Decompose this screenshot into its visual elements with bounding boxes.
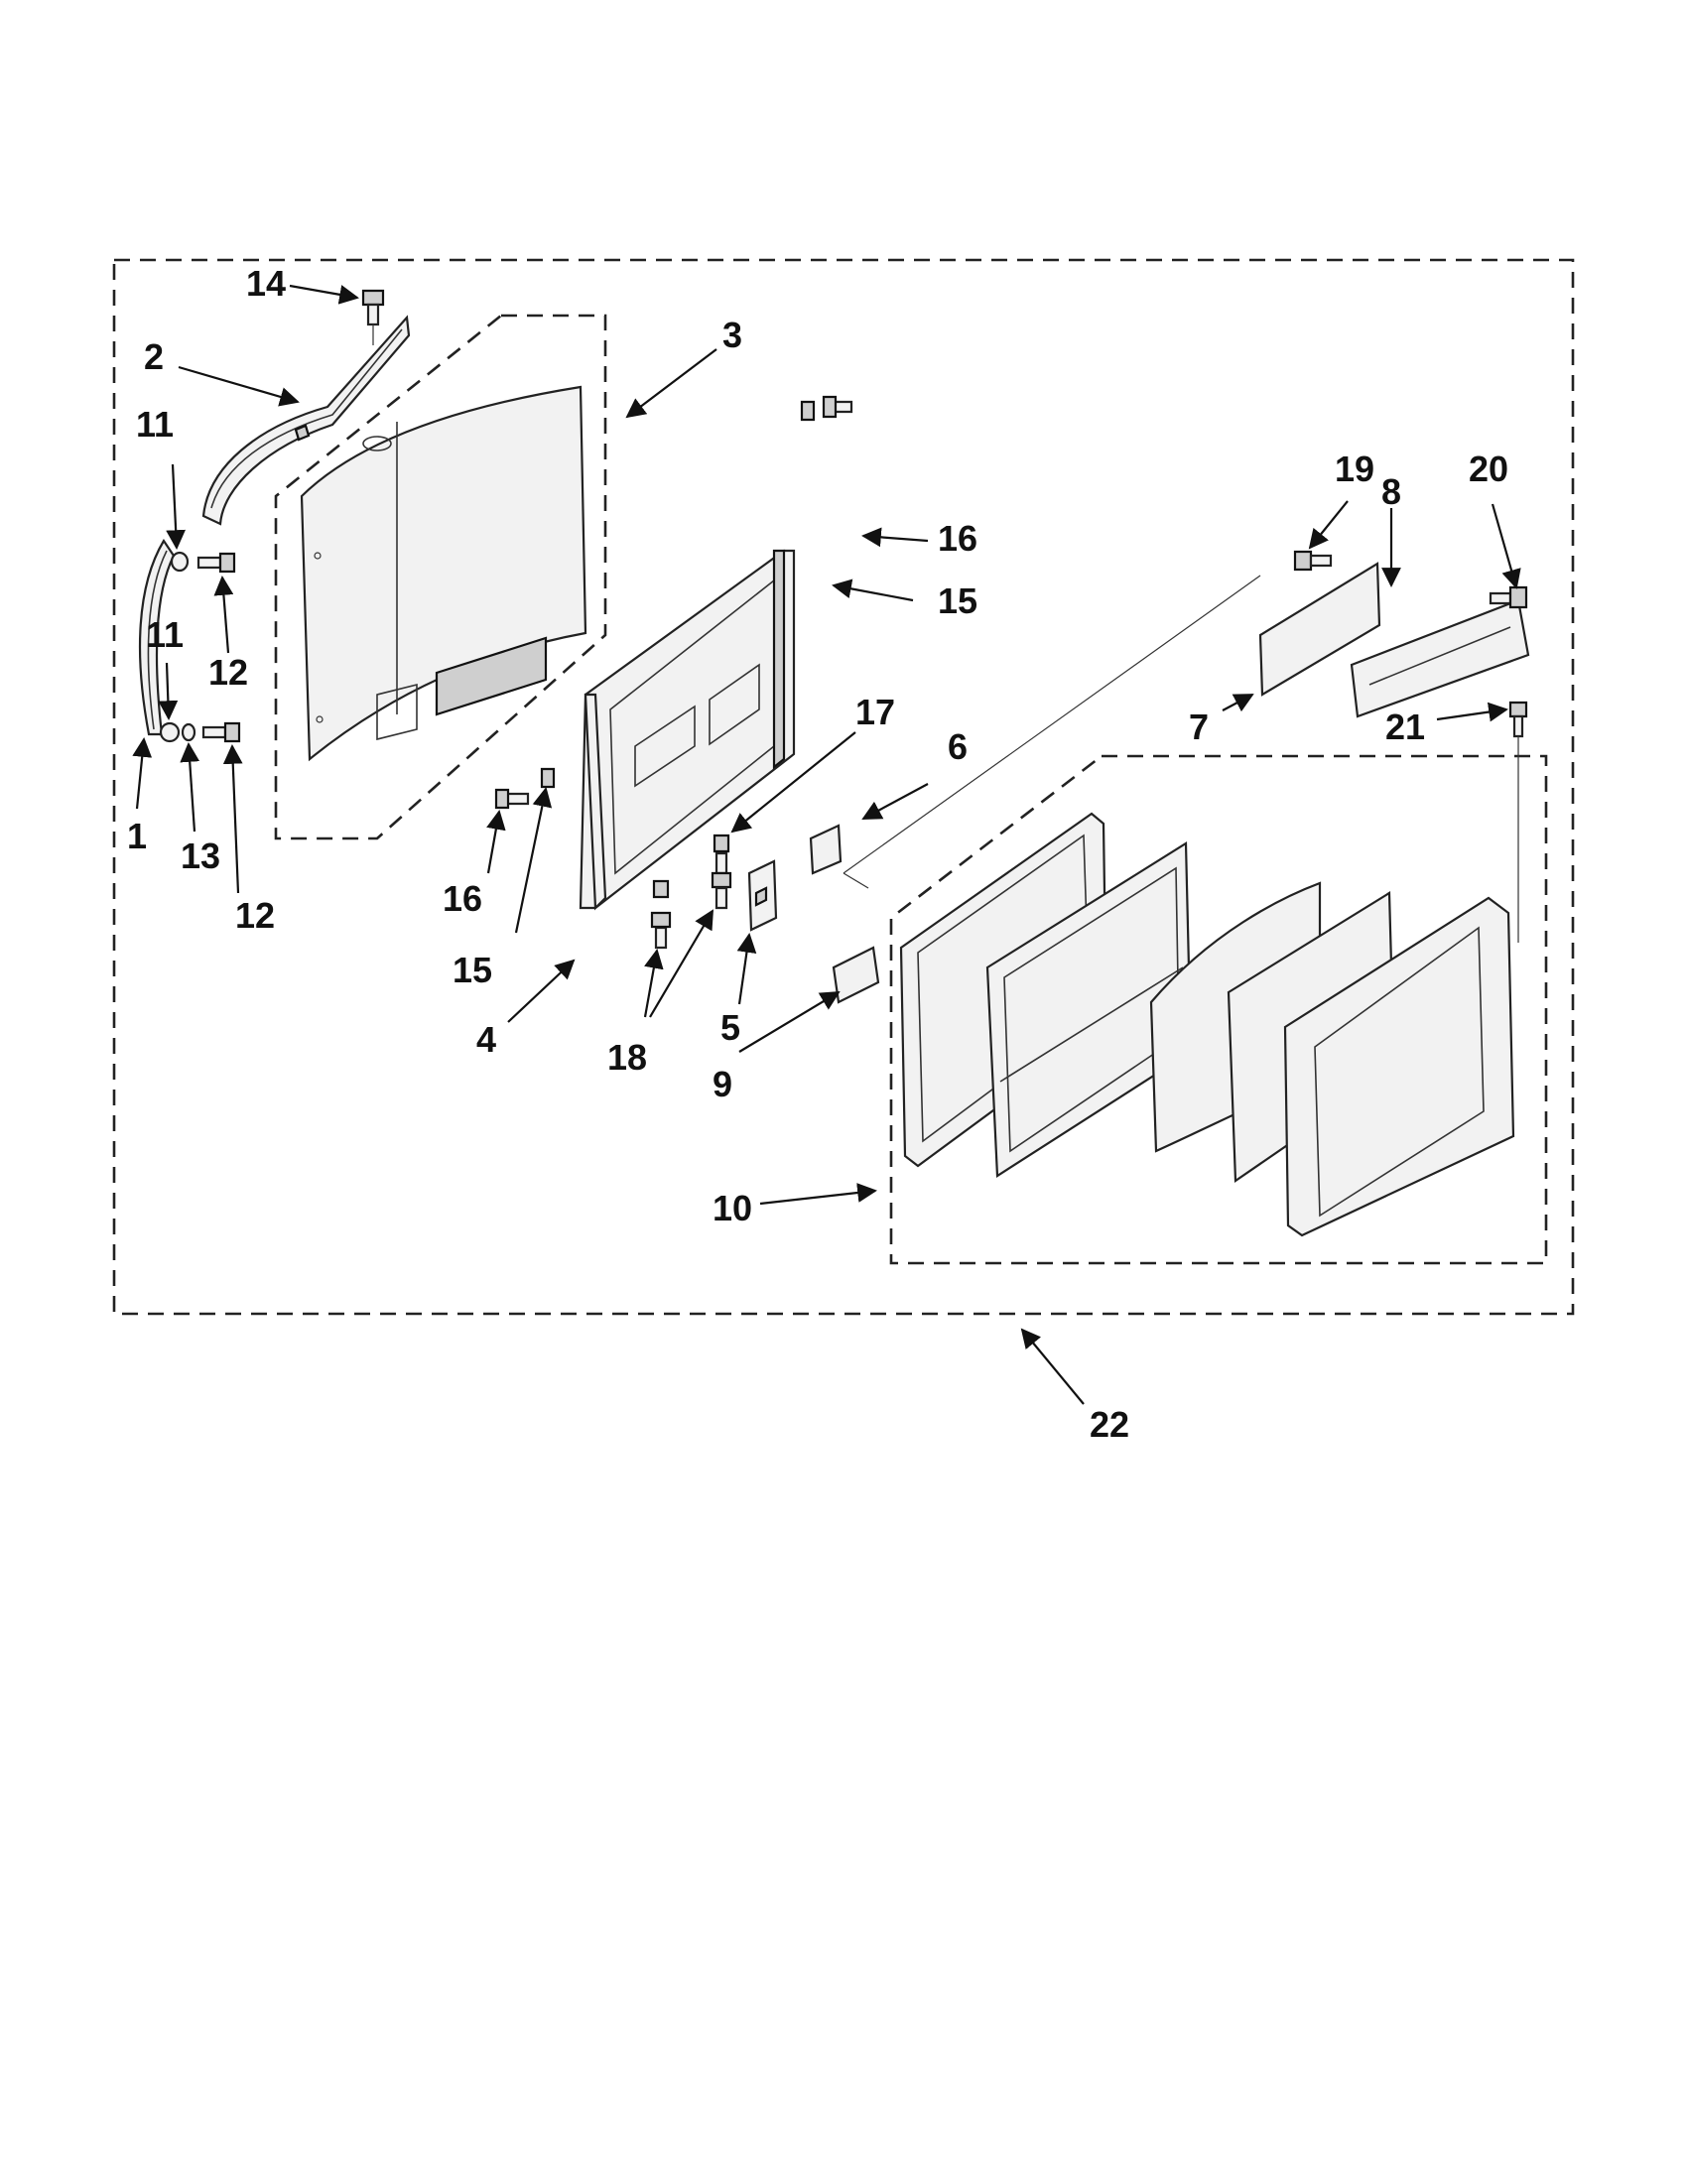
callout-14: 14 [246, 263, 286, 304]
callout-4: 4 [476, 1019, 496, 1060]
callout-16-upper: 16 [938, 518, 977, 559]
vent-insulation-part-7 [1258, 562, 1381, 697]
callout-15-lower: 15 [453, 950, 492, 990]
vent-cap-part-8 [1350, 598, 1530, 718]
callout-3: 3 [722, 315, 742, 355]
alignment-guide-lines [843, 575, 1261, 889]
card-part-6 [809, 824, 843, 875]
callout-18: 18 [607, 1037, 647, 1078]
callout-12-upper: 12 [208, 652, 248, 693]
latch-part-5 [747, 859, 778, 932]
outer-panel-assembly-boundary [274, 314, 607, 840]
callout-12-lower: 12 [235, 895, 275, 936]
callout-20: 20 [1469, 449, 1508, 489]
callout-8: 8 [1381, 471, 1401, 512]
door-assembly-boundary [112, 258, 1575, 1316]
inner-door-assembly-part-10 [899, 812, 1515, 1237]
inner-door-assembly-boundary [889, 754, 1548, 1265]
callout-22: 22 [1090, 1404, 1129, 1445]
callout-13: 13 [181, 835, 220, 876]
top-trim-part-2 [201, 315, 411, 526]
callout-15-upper: 15 [938, 580, 977, 621]
callout-19: 19 [1335, 449, 1374, 489]
callout-1: 1 [127, 816, 147, 856]
assembly-boundaries [112, 258, 1575, 1316]
callout-2: 2 [144, 336, 164, 377]
callout-16-lower: 16 [443, 878, 482, 919]
callout-6: 6 [948, 726, 968, 767]
callout-9: 9 [713, 1064, 732, 1104]
latch-fasteners [650, 834, 732, 950]
callout-11-lower: 11 [146, 614, 184, 655]
screw-part-14 [361, 289, 385, 345]
bracket-part-9 [832, 946, 880, 1004]
leader-lines [132, 284, 1521, 1405]
outer-glass-panel-part-3 [300, 385, 587, 762]
screw-part-20 [1489, 585, 1528, 609]
handle-fasteners [159, 551, 241, 743]
callout-10: 10 [713, 1188, 752, 1228]
hinge-fasteners [494, 395, 853, 810]
screw-part-19 [1293, 550, 1333, 572]
screw-part-21 [1508, 701, 1528, 943]
callout-5: 5 [720, 1007, 740, 1048]
callout-17: 17 [855, 692, 895, 732]
callout-11-upper: 11 [136, 404, 174, 445]
callout-21: 21 [1385, 707, 1425, 747]
inner-door-frame-part-4 [579, 549, 796, 911]
callout-labels: 14 2 3 11 12 11 13 12 1 16 15 16 15 4 17… [127, 263, 1508, 1445]
callout-7: 7 [1189, 707, 1209, 747]
